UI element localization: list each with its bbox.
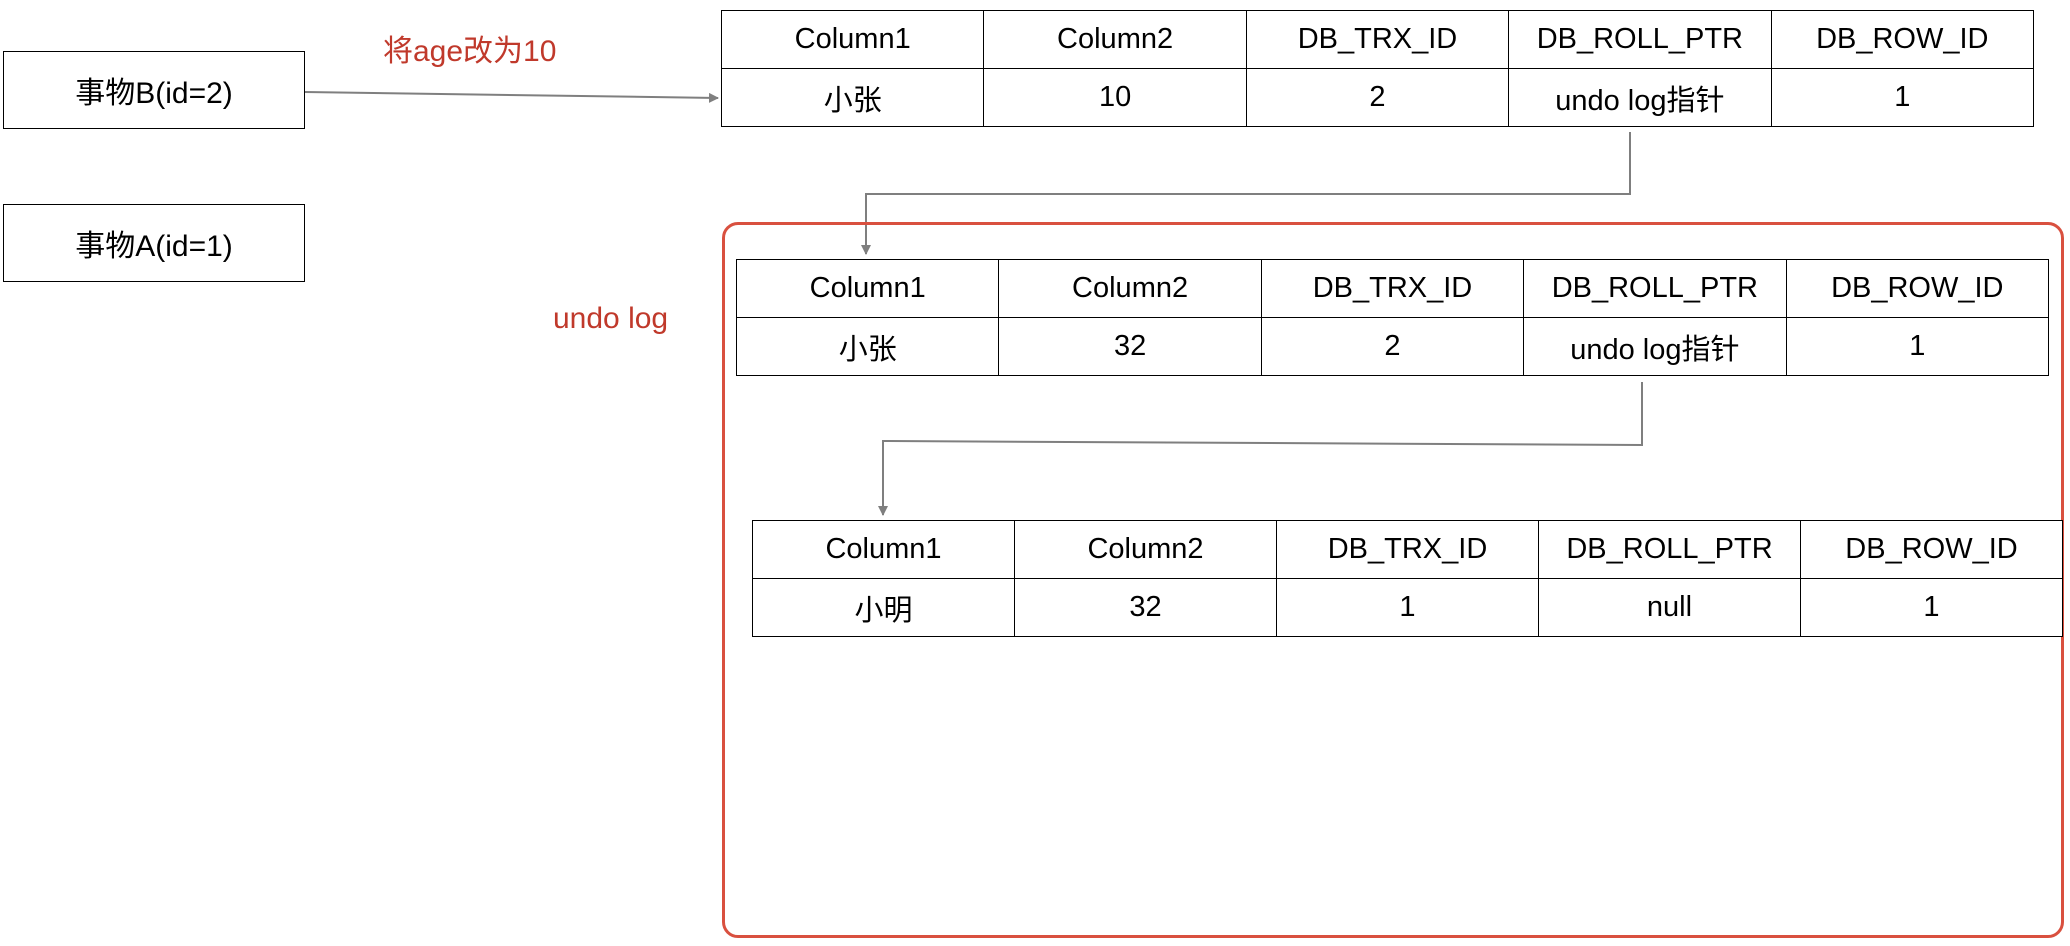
table-cell: 10: [983, 68, 1247, 127]
transaction-a-label: 事物A(id=1): [75, 230, 233, 263]
header-cell: Column2: [998, 259, 1262, 318]
table-header-row: Column1 Column2 DB_TRX_ID DB_ROLL_PTR DB…: [752, 520, 2063, 579]
header-cell: DB_TRX_ID: [1276, 520, 1539, 579]
table-cell: 1: [1770, 68, 2035, 127]
transaction-a-box: 事物A(id=1): [3, 204, 305, 282]
transaction-b-box: 事物B(id=2): [3, 51, 305, 129]
table-cell: undo log指针: [1508, 68, 1772, 127]
table-cell: 2: [1245, 68, 1510, 127]
table-cell: 小明: [752, 578, 1015, 637]
table-cell: undo log指针: [1523, 317, 1787, 376]
header-cell: Column1: [752, 520, 1015, 579]
header-cell: Column1: [720, 10, 985, 69]
table-header-row: Column1 Column2 DB_TRX_ID DB_ROLL_PTR DB…: [735, 259, 2050, 318]
header-cell: Column1: [735, 259, 1000, 318]
update-note: 将age改为10: [383, 35, 557, 68]
header-cell: DB_TRX_ID: [1245, 10, 1510, 69]
table-cell: 32: [998, 317, 1262, 376]
table-row: 小张 32 2 undo log指针 1: [735, 317, 2050, 376]
table-cell: 小张: [735, 317, 1000, 376]
transaction-b-label: 事物B(id=2): [75, 77, 233, 110]
header-cell: DB_ROW_ID: [1785, 259, 2050, 318]
table-cell: 1: [1276, 578, 1539, 637]
table-cell: null: [1538, 578, 1801, 637]
table-row: 小明 32 1 null 1: [752, 578, 2063, 637]
undo-log-table-1: Column1 Column2 DB_TRX_ID DB_ROLL_PTR DB…: [735, 259, 2050, 376]
update-arrow: [304, 91, 719, 103]
undo-log-label: undo log: [553, 302, 669, 335]
table-cell: 2: [1260, 317, 1525, 376]
header-cell: DB_ROLL_PTR: [1508, 10, 1772, 69]
header-cell: DB_TRX_ID: [1260, 259, 1525, 318]
table-cell: 小张: [720, 68, 985, 127]
header-cell: DB_ROLL_PTR: [1523, 259, 1787, 318]
header-cell: DB_ROW_ID: [1770, 10, 2035, 69]
undo-log-table-2: Column1 Column2 DB_TRX_ID DB_ROLL_PTR DB…: [752, 520, 2063, 637]
table-cell: 32: [1014, 578, 1277, 637]
header-cell: Column2: [983, 10, 1247, 69]
table-cell: 1: [1800, 578, 2063, 637]
header-cell: DB_ROLL_PTR: [1538, 520, 1801, 579]
current-row-table: Column1 Column2 DB_TRX_ID DB_ROLL_PTR DB…: [720, 10, 2035, 127]
table-row: 小张 10 2 undo log指针 1: [720, 68, 2035, 127]
table-header-row: Column1 Column2 DB_TRX_ID DB_ROLL_PTR DB…: [720, 10, 2035, 69]
table-cell: 1: [1785, 317, 2050, 376]
header-cell: DB_ROW_ID: [1800, 520, 2063, 579]
header-cell: Column2: [1014, 520, 1277, 579]
